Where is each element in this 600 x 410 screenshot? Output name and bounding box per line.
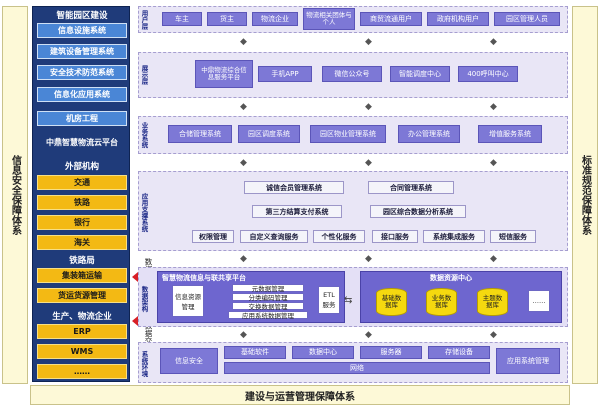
railway-bureau-title: 铁路局 (69, 256, 95, 266)
support-payment: 第三方结算支付系统 (252, 205, 342, 218)
theme-database: 主题数据库 (477, 288, 508, 316)
arrow-user-display-2: ◆ (365, 37, 372, 47)
display-info-platform: 中鼎物流综合信息服务平台 (195, 60, 253, 88)
user-government: 政府机构用户 (427, 12, 489, 26)
data-layer-label: 数据架构 (140, 286, 148, 312)
right-standards-label: 标准规范保障体系 (579, 155, 591, 235)
more-databases: …… (528, 290, 550, 312)
support-permission: 权限管理 (192, 230, 234, 243)
arrow-business-support-3: ◆ (490, 158, 497, 168)
support-integration: 系统集成服务 (423, 230, 485, 243)
platform-title: 智慧物流信息与联共享平台 (162, 274, 246, 282)
display-dispatch-center: 智能调度中心 (390, 66, 450, 82)
smart-park-title: 智能园区建设 (56, 11, 108, 21)
user-logistics-enterprise: 物流企业 (252, 12, 298, 26)
user-logistics-groups: 物流相关团体与个人 (303, 8, 355, 30)
support-credit-member: 诚信会员管理系统 (244, 181, 344, 194)
infra-network: 网络 (224, 362, 490, 374)
support-layer-label: 应用支撑系统 (140, 192, 148, 232)
support-custom-query: 自定义查询服务 (240, 230, 308, 243)
arrow-data-infra: ◆ (240, 330, 247, 340)
basic-database: 基础数据库 (376, 288, 407, 316)
display-layer-label: 展示层 (140, 65, 148, 85)
support-sms: 短信服务 (490, 230, 536, 243)
external-railway: 铁路 (37, 195, 127, 210)
data-center-title: 数据资源中心 (430, 274, 472, 282)
infra-info-security: 信息安全 (160, 348, 218, 374)
support-contract: 合同管理系统 (368, 181, 454, 194)
arrow-display-business-2: ◆ (365, 102, 372, 112)
arrow-support-data-3: ◆ (490, 254, 497, 264)
info-facility-system: 信息设施系统 (37, 23, 127, 38)
infra-basic-software: 基础软件 (224, 346, 286, 359)
metadata-mgmt: 元数据管理 (232, 284, 304, 293)
user-trade-users: 商贸流通用户 (360, 12, 422, 26)
arrow-business-support: ◆ (240, 158, 247, 168)
cloud-platform-title: 中鼎智慧物流云平台 (46, 137, 118, 147)
user-car-owner: 车主 (162, 12, 202, 26)
exchange-data-mgmt: 交换数据管理 (232, 302, 304, 311)
bottom-band: 建设与运营管理保障体系 (30, 385, 570, 405)
external-customs: 海关 (37, 235, 127, 250)
arrow-support-data: ◆ (240, 254, 247, 264)
container-transport: 集装箱运输 (37, 268, 127, 283)
infra-server: 服务器 (360, 346, 422, 359)
classification-mgmt: 分类编码管理 (232, 293, 304, 302)
support-interface: 接口服务 (372, 230, 418, 243)
display-call-center: 400呼叫中心 (458, 66, 518, 82)
freight-management: 货运货源管理 (37, 288, 127, 303)
business-office: 办公管理系统 (398, 125, 460, 143)
info-application-system: 信息化应用系统 (37, 87, 127, 102)
machine-room-project: 机房工程 (37, 111, 127, 126)
arrow-user-display-3: ◆ (490, 37, 497, 47)
info-resource-mgmt: 信息资源管理 (172, 285, 204, 317)
user-cargo-owner: 货主 (207, 12, 247, 26)
ellipsis-item: …… (37, 364, 127, 379)
left-security-label: 信息安全保障体系 (9, 155, 21, 235)
business-database: 业务数据库 (426, 288, 457, 316)
support-personalized: 个性化服务 (313, 230, 365, 243)
bottom-management-label: 建设与运营管理保障体系 (245, 391, 355, 403)
logistics-enterprise-title: 生产、物流企业 (52, 312, 112, 322)
arrow-display-business: ◆ (240, 102, 247, 112)
business-layer-label: 业务系统 (140, 122, 148, 148)
business-property: 园区物业管理系统 (310, 125, 386, 143)
infra-layer-label: 系统环境 (140, 350, 148, 377)
user-layer-label: 用户层 (140, 9, 148, 30)
building-equipment-system: 建筑设备管理系统 (37, 44, 127, 59)
wms-item: WMS (37, 344, 127, 359)
etl-service: ETL服务 (318, 286, 340, 314)
external-transport: 交通 (37, 175, 127, 190)
arrow-support-data-2: ◆ (365, 254, 372, 264)
arrow-data-infra-3: ◆ (490, 330, 497, 340)
external-bank: 银行 (37, 215, 127, 230)
left-panel: 智能园区建设 信息设施系统 建筑设备管理系统 安全技术防范系统 信息化应用系统 … (32, 6, 130, 382)
external-orgs-title: 外部机构 (64, 162, 99, 172)
infra-app-mgmt: 应用系统管理 (496, 348, 560, 374)
business-dispatch: 园区调度系统 (238, 125, 300, 143)
data-exchange-label-2: 数据交换 (144, 322, 153, 352)
business-value-added: 增值服务系统 (478, 125, 542, 143)
arrow-data-infra-2: ◆ (365, 330, 372, 340)
support-data-analysis: 园区综合数据分析系统 (370, 205, 466, 218)
business-warehouse: 合储管理系统 (168, 125, 232, 143)
display-wechat: 微信公众号 (322, 66, 382, 82)
left-security-band: 信息安全保障体系 (2, 6, 28, 384)
user-park-managers: 园区管理人员 (494, 12, 560, 26)
erp-item: ERP (37, 324, 127, 339)
arrow-display-business-3: ◆ (490, 102, 497, 112)
arrow-user-display: ◆ (240, 37, 247, 47)
arrow-business-support-2: ◆ (365, 158, 372, 168)
display-mobile-app: 手机APP (258, 66, 312, 82)
infra-storage: 存储设备 (428, 346, 490, 359)
etl-arrow: ⇆ (344, 295, 353, 306)
security-tech-system: 安全技术防范系统 (37, 65, 127, 80)
infra-data-center: 数据中心 (292, 346, 354, 359)
right-standards-band: 标准规范保障体系 (572, 6, 598, 384)
app-system-data-mgmt: 应用系统数据管理 (228, 311, 308, 320)
